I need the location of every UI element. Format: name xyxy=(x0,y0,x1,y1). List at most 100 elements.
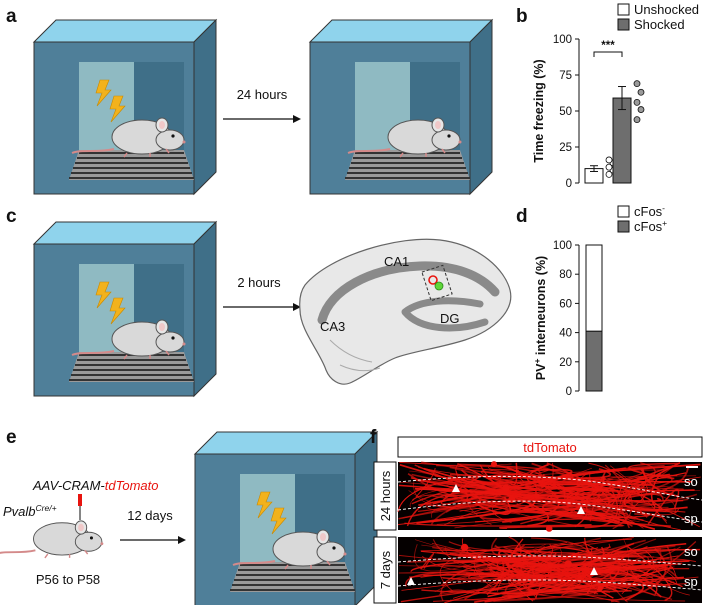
region-label-ca3: CA3 xyxy=(320,319,345,334)
arrow-label-24h: 24 hours xyxy=(237,87,288,102)
y-tick-label: 20 xyxy=(559,357,572,369)
panel-label-b: b xyxy=(516,6,528,27)
neurite xyxy=(628,492,674,506)
cell-soma xyxy=(502,484,510,492)
neurite xyxy=(621,474,673,498)
neurite xyxy=(508,582,645,602)
data-point xyxy=(605,156,613,164)
neurite xyxy=(414,487,536,524)
legend-label: Unshocked xyxy=(634,2,699,17)
neurite xyxy=(397,473,521,512)
neurite xyxy=(534,478,648,508)
age-label: P56 to P58 xyxy=(36,572,100,587)
neurite xyxy=(441,563,533,595)
legend-label-sup: + xyxy=(662,218,667,228)
data-point xyxy=(605,170,613,178)
micrograph-header: tdTomato xyxy=(523,440,576,455)
neurite xyxy=(493,481,654,505)
y-axis-title-part: PV xyxy=(534,363,548,380)
neurite xyxy=(618,499,644,522)
panel-label-e: e xyxy=(6,427,17,448)
svg-text:AAV-CRAM-tdTomato: AAV-CRAM-tdTomato xyxy=(32,478,158,493)
neurite xyxy=(441,546,562,586)
virus-name: AAV-CRAM- xyxy=(32,478,105,493)
time-label-7d: 7 days xyxy=(378,550,393,589)
cell-soma xyxy=(545,525,553,532)
region-label-ca1: CA1 xyxy=(384,254,409,269)
neurite xyxy=(423,573,566,603)
neurite xyxy=(444,543,547,567)
y-tick-label: 75 xyxy=(559,70,572,82)
bar-shocked xyxy=(612,97,632,184)
cell-soma xyxy=(460,543,469,552)
legend-label: Shocked xyxy=(634,17,685,32)
genotype-superscript: Cre/+ xyxy=(36,503,57,513)
y-axis-title: PV+ interneurons (%) xyxy=(532,256,548,380)
micrograph-header-box xyxy=(397,436,703,458)
data-point xyxy=(605,163,613,171)
neurite xyxy=(504,539,646,601)
data-point xyxy=(637,106,645,113)
data-point xyxy=(633,98,641,106)
neurite xyxy=(479,464,648,504)
neurite xyxy=(434,552,575,593)
y-tick-label: 100 xyxy=(553,34,572,46)
neurite xyxy=(541,497,607,520)
neurite xyxy=(411,468,544,492)
arrow-label-2h: 2 hours xyxy=(237,275,281,290)
layer-label-so: so xyxy=(684,544,698,559)
y-tick-label: 0 xyxy=(566,178,572,190)
data-point xyxy=(637,88,645,96)
micrograph-24h: so sp xyxy=(397,461,703,532)
panel-label-f: f xyxy=(370,427,377,448)
cell-soma xyxy=(597,585,603,592)
micrograph-7d: so sp xyxy=(397,536,703,604)
injection-schematic: AAV-CRAM-tdTomato PvalbCre/+ P56 to P58 xyxy=(0,478,158,587)
neurite xyxy=(499,524,623,530)
neurite xyxy=(439,589,473,594)
layer-label-so: so xyxy=(684,474,698,489)
legend-label: cFos- xyxy=(634,203,665,219)
legend-swatch xyxy=(617,205,630,218)
y-tick-label: 60 xyxy=(559,298,572,310)
y-axis-title-part: interneurons (%) xyxy=(534,256,548,359)
hippocampus-slice: CA1 CA3 DG xyxy=(299,238,512,385)
bar-segment-cfos-negative xyxy=(585,244,603,332)
data-point xyxy=(633,116,641,124)
neurite xyxy=(408,490,580,514)
y-tick-label: 25 xyxy=(559,142,572,154)
neurite xyxy=(547,469,607,522)
cell-soma xyxy=(564,560,572,568)
neurite xyxy=(463,480,664,511)
neurite xyxy=(490,564,620,595)
neurite xyxy=(398,543,553,574)
neurite xyxy=(414,544,496,572)
y-tick-label: 80 xyxy=(559,269,572,281)
region-label-dg: DG xyxy=(440,311,460,326)
arrow-24h: 24 hours xyxy=(223,87,301,123)
neurite xyxy=(404,522,592,527)
cell-soma xyxy=(534,493,540,499)
time-label-box xyxy=(373,536,397,604)
cell-soma xyxy=(547,562,554,569)
neurite xyxy=(467,543,526,566)
arrow-label-12d: 12 days xyxy=(127,508,173,523)
arrow-2h: 2 hours xyxy=(223,275,301,311)
neurite xyxy=(549,478,583,500)
neurite xyxy=(512,558,697,599)
neurite xyxy=(475,496,512,515)
neurite xyxy=(570,564,662,598)
neurite xyxy=(423,467,549,527)
conditioning-chamber-a1 xyxy=(32,18,218,196)
y-axis-title-sup: + xyxy=(532,359,542,364)
legend-swatch xyxy=(617,3,630,16)
virus-reporter: tdTomato xyxy=(105,478,159,493)
neurite xyxy=(500,590,607,598)
neurite xyxy=(445,546,681,592)
neurite xyxy=(398,542,485,563)
legend-swatch xyxy=(617,18,630,31)
bar-segment-cfos-positive xyxy=(585,330,603,392)
